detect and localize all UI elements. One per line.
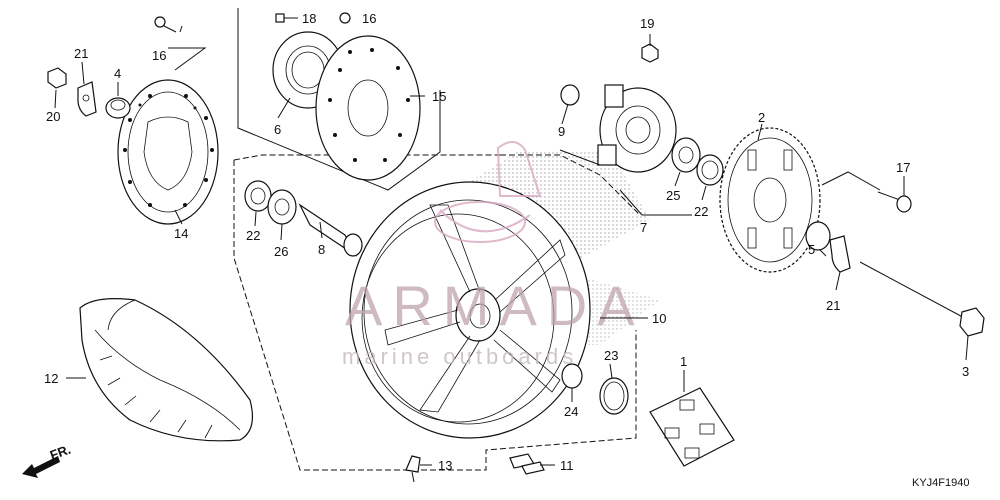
- final-driven-flange: [597, 84, 677, 173]
- callout-26: 26: [274, 244, 288, 259]
- callout-5: 5: [808, 242, 815, 257]
- screw-16-right: [339, 12, 351, 24]
- callout-1: 1: [680, 354, 687, 369]
- adjuster-plate-right: [829, 235, 851, 273]
- balance-weight: [509, 453, 545, 475]
- leader-lines: [54, 25, 969, 466]
- bearing-22-left: [244, 180, 272, 212]
- callout-11: 11: [560, 458, 574, 473]
- callout-4: 4: [114, 66, 121, 81]
- callout-22: 22: [246, 228, 260, 243]
- callout-8: 8: [318, 242, 325, 257]
- front-label: FR.: [48, 442, 73, 463]
- leader-16-left: [168, 47, 207, 71]
- callout-16: 16: [362, 11, 376, 26]
- callout-24: 24: [564, 404, 578, 419]
- callout-2: 2: [758, 110, 765, 125]
- callout-16: 16: [152, 48, 166, 63]
- callout-18: 18: [302, 11, 316, 26]
- watermark: ARMADA marine outboards: [342, 141, 645, 369]
- callout-19: 19: [640, 16, 654, 31]
- callout-20: 20: [46, 109, 60, 124]
- damper-collar: [560, 84, 580, 106]
- callout-21: 21: [826, 298, 840, 313]
- damper-kit: [649, 387, 735, 467]
- callouts: 21 20 4 16 14 18 16 6 15 19 9 2 17 25 22…: [44, 11, 969, 473]
- adjuster-plate-left: [77, 81, 97, 117]
- bolt-17: [877, 191, 912, 213]
- screw-18: [275, 13, 298, 23]
- callout-6: 6: [274, 122, 281, 137]
- callout-7: 7: [640, 220, 647, 235]
- callout-3: 3: [962, 364, 969, 379]
- callout-15: 15: [432, 89, 446, 104]
- callout-17: 17: [896, 160, 910, 175]
- callout-25: 25: [666, 188, 680, 203]
- front-arrow-icon: [22, 456, 60, 478]
- rear-tire: [79, 298, 253, 442]
- callout-21: 21: [74, 46, 88, 61]
- rear-brake-disc: [117, 79, 219, 225]
- callout-12: 12: [44, 371, 58, 386]
- watermark-main: ARMADA: [345, 274, 645, 337]
- callout-13: 13: [438, 458, 452, 473]
- driven-sprocket: [719, 127, 821, 273]
- flange-nut-left: [47, 67, 67, 89]
- callout-14: 14: [174, 226, 188, 241]
- rear-disc-upper: [315, 35, 421, 181]
- bearing-26: [267, 189, 297, 225]
- screw-16-left: [154, 16, 177, 33]
- collar-5: [805, 221, 831, 251]
- bearing-25: [671, 137, 701, 173]
- collar: [105, 97, 131, 119]
- callout-9: 9: [558, 124, 565, 139]
- oil-seal-22: [696, 154, 724, 186]
- callout-22: 22: [694, 204, 708, 219]
- o-ring: [599, 377, 629, 415]
- diagram-code: KYJ4F1940: [912, 477, 969, 489]
- rear-axle: [859, 261, 985, 337]
- leader-17: [821, 171, 881, 191]
- watermark-sub: marine outboards: [342, 344, 577, 369]
- callout-10: 10: [652, 311, 666, 326]
- flange-nut-19: [641, 43, 659, 63]
- tire-valve: [405, 455, 421, 483]
- callout-23: 23: [604, 348, 618, 363]
- rear-wheel: [349, 181, 591, 439]
- distance-collar: [298, 203, 363, 257]
